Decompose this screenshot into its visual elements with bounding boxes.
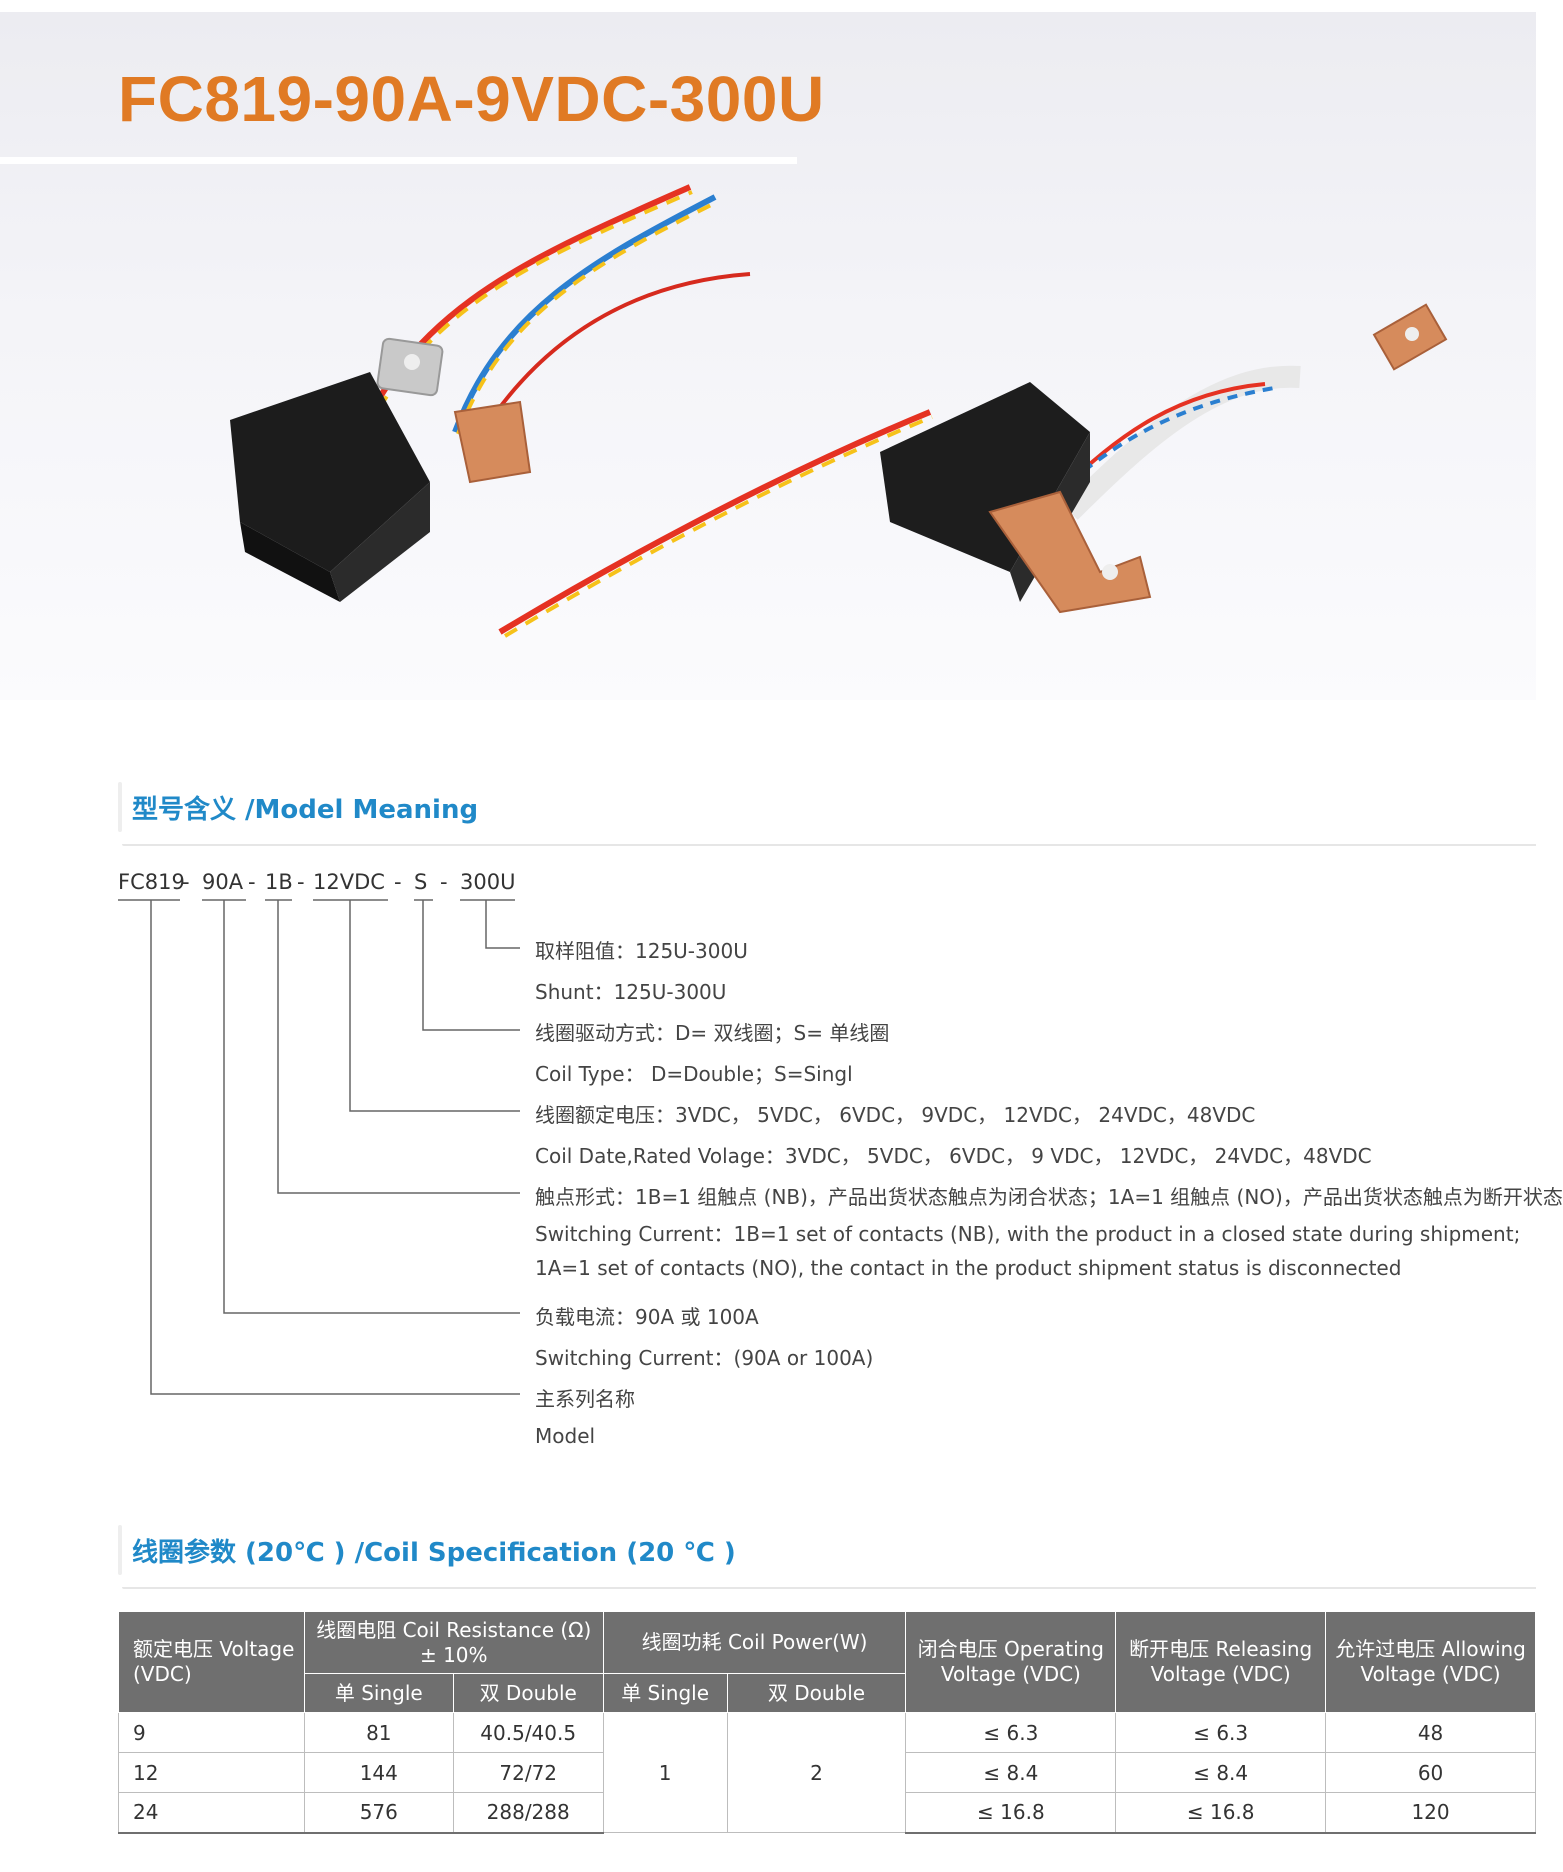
relay-right: [498, 303, 1448, 638]
cell-resistance-double: 40.5/40.5: [452, 1712, 604, 1753]
cell-operating: ≤ 6.3: [905, 1712, 1117, 1753]
coil-type-cn: 线圈驱动方式：D= 双线圈；S= 单线圈: [535, 1021, 890, 1045]
model-meaning-heading: 型号含义 /Model Meaning: [118, 782, 1536, 850]
table-row: 12 144 72/72 ≤ 8.4 ≤ 8.4 60: [118, 1752, 1536, 1793]
heading-divider: [122, 1587, 1536, 1589]
contact-form-en: Switching Current：1B=1 set of contacts (…: [535, 1222, 1521, 1280]
header-resistance-double: 双 Double: [452, 1673, 604, 1713]
cell-voltage: 12: [118, 1752, 305, 1793]
heading-accent-bar: [118, 782, 122, 832]
rated-voltage-en: Coil Date,Rated Volage：3VDC， 5VDC， 6VDC，…: [535, 1144, 1372, 1168]
code-dash: -: [440, 870, 448, 894]
load-current-cn: 负载电流：90A 或 100A: [535, 1305, 759, 1329]
cell-resistance-single: 81: [303, 1712, 454, 1753]
cell-resistance-single: 576: [303, 1792, 454, 1834]
cell-operating: ≤ 8.4: [905, 1752, 1117, 1793]
shunt-en: Shunt：125U-300U: [535, 980, 727, 1004]
contact-form-cn: 触点形式：1B=1 组触点 (NB)，产品出货状态触点为闭合状态；1A=1 组触…: [535, 1185, 1563, 1209]
product-title: FC819-90A-9VDC-300U: [118, 63, 825, 135]
cell-voltage: 9: [118, 1712, 305, 1753]
cell-allowing: 120: [1325, 1792, 1536, 1834]
code-contact: 1B: [265, 870, 293, 894]
header-power-single: 单 Single: [602, 1673, 728, 1713]
cell-releasing: ≤ 8.4: [1115, 1752, 1327, 1793]
coil-spec-table: 额定电压 Voltage (VDC) 线圈电阻 Coil Resistance …: [118, 1611, 1536, 1834]
code-dash: -: [182, 870, 190, 894]
shunt-cn: 取样阻值：125U-300U: [535, 939, 748, 963]
code-dash: -: [297, 870, 305, 894]
coil-type-en: Coil Type： D=Double；S=Singl: [535, 1062, 853, 1086]
code-current: 90A: [202, 870, 244, 894]
header-allowing: 允许过电压 Allowing Voltage (VDC): [1325, 1611, 1536, 1713]
cell-resistance-double: 288/288: [452, 1792, 604, 1834]
header-releasing: 断开电压 Releasing Voltage (VDC): [1115, 1611, 1327, 1713]
series-name-cn: 主系列名称: [535, 1387, 635, 1411]
load-current-en: Switching Current：(90A or 100A): [535, 1346, 874, 1370]
title-underline: [0, 157, 797, 164]
table-row: 9 81 40.5/40.5 1 2 ≤ 6.3 ≤ 6.3 48: [118, 1712, 1536, 1833]
cell-releasing: ≤ 16.8: [1115, 1792, 1327, 1834]
cell-voltage: 24: [118, 1792, 305, 1834]
relay-left: [230, 184, 751, 602]
code-shunt: 300U: [460, 870, 516, 894]
cell-power-single: 1: [602, 1712, 728, 1833]
cell-operating: ≤ 16.8: [905, 1792, 1117, 1834]
cell-power-double: 2: [726, 1712, 907, 1833]
coil-spec-title: 线圈参数 (20℃ ) /Coil Specification (20 ℃ ): [132, 1538, 736, 1568]
rated-voltage-cn: 线圈额定电压：3VDC， 5VDC， 6VDC， 9VDC， 12VDC， 24…: [535, 1103, 1256, 1127]
cell-allowing: 48: [1325, 1712, 1536, 1753]
code-dash: -: [248, 870, 256, 894]
model-meaning-title: 型号含义 /Model Meaning: [132, 795, 479, 825]
cell-resistance-double: 72/72: [452, 1752, 604, 1793]
header-voltage: 额定电压 Voltage (VDC): [118, 1611, 305, 1713]
table-row: 24 576 288/288 ≤ 16.8 ≤ 16.8 120: [118, 1792, 1536, 1834]
cell-resistance-single: 144: [303, 1752, 454, 1793]
code-series: FC819: [118, 870, 185, 894]
header-resistance-single: 单 Single: [303, 1673, 454, 1713]
cell-releasing: ≤ 6.3: [1115, 1712, 1327, 1753]
code-coil-type: S: [414, 870, 428, 894]
code-voltage: 12VDC: [313, 870, 385, 894]
header-resistance: 线圈电阻 Coil Resistance (Ω) ± 10%: [303, 1611, 604, 1674]
series-name-en: Model: [535, 1424, 596, 1448]
cell-allowing: 60: [1325, 1752, 1536, 1793]
product-photo: [230, 184, 1448, 638]
code-dash: -: [394, 870, 402, 894]
heading-accent-bar: [118, 1525, 122, 1575]
header-operating: 闭合电压 Operating Voltage (VDC): [905, 1611, 1117, 1713]
header-power-double: 双 Double: [726, 1673, 907, 1713]
heading-divider: [122, 844, 1536, 846]
coil-spec-heading: 线圈参数 (20℃ ) /Coil Specification (20 ℃ ): [118, 1525, 1536, 1593]
header-power: 线圈功耗 Coil Power(W): [602, 1611, 907, 1674]
product-hero: FC819-90A-9VDC-300U: [0, 12, 1536, 700]
